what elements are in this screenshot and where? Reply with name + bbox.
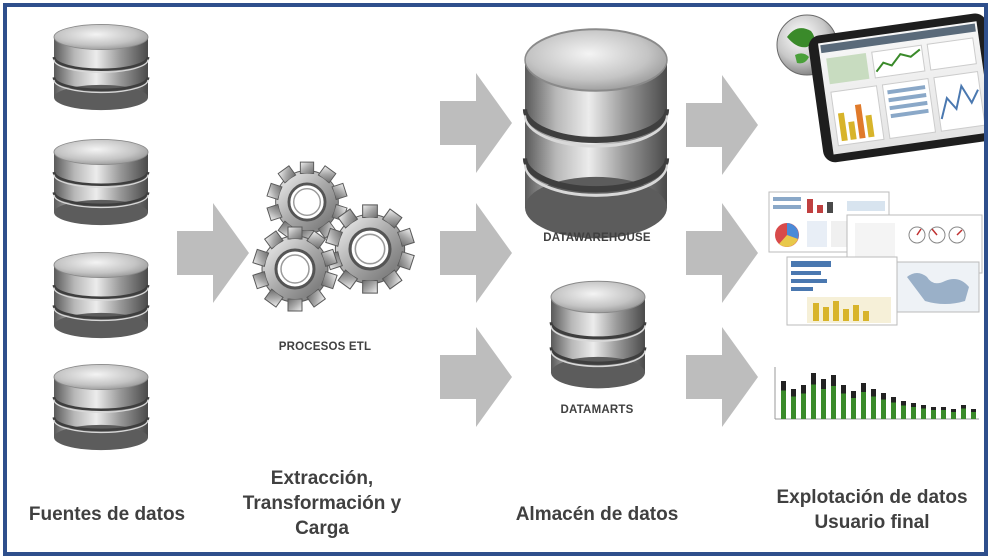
thumb-bar-cap bbox=[801, 385, 806, 394]
tablet-dashboard-icon bbox=[776, 13, 984, 163]
thumb-bar bbox=[861, 383, 866, 419]
thumb-bar-cap bbox=[861, 383, 866, 392]
almacen-de-datos-label: Almacén de datos bbox=[515, 504, 679, 525]
thumb-bar bbox=[881, 393, 886, 419]
thumb-bar bbox=[801, 385, 806, 419]
thumb-bar bbox=[951, 409, 956, 419]
thumb-bar-cap bbox=[921, 405, 926, 409]
thumb-bar bbox=[971, 409, 976, 419]
thumb-bar-cap bbox=[881, 393, 886, 400]
thumb-bar-cap bbox=[931, 407, 936, 410]
arrow-etl-to-marts bbox=[440, 327, 512, 427]
thumb-bar bbox=[851, 391, 856, 419]
thumb-bar-cap bbox=[781, 381, 786, 391]
etl-line-1: Extracción, bbox=[270, 468, 374, 489]
arrow-etl-to-warehouse bbox=[440, 203, 512, 303]
thumb-bar bbox=[791, 389, 796, 419]
source-db-4-icon bbox=[52, 362, 150, 452]
thumb-bar bbox=[891, 397, 896, 419]
thumb-bar bbox=[931, 407, 936, 419]
thumb-bar bbox=[821, 379, 826, 419]
thumb-bar bbox=[911, 403, 916, 419]
thumb-bar-cap bbox=[811, 373, 816, 385]
thumb-bar bbox=[961, 405, 966, 419]
thumb-bar-cap bbox=[961, 405, 966, 409]
datawarehouse-label: DATAWAREHOUSE bbox=[543, 232, 651, 244]
etl-description: Extracción, Transformación y Carga bbox=[237, 466, 407, 541]
arrow-etl-to-warehouse-top bbox=[440, 73, 512, 173]
diagram-art bbox=[52, 13, 984, 452]
bar-chart-bars bbox=[781, 373, 976, 419]
datamarts-label: DATAMARTS bbox=[560, 404, 634, 416]
thumb-bar-cap bbox=[791, 389, 796, 397]
thumb-bar bbox=[841, 385, 846, 419]
thumb-bar bbox=[871, 389, 876, 419]
explotacion-line-2: Usuario final bbox=[814, 512, 930, 533]
procesos-etl-label: PROCESOS ETL bbox=[278, 341, 372, 353]
thumb-bar-cap bbox=[871, 389, 876, 397]
thumb-bar-cap bbox=[901, 401, 906, 406]
thumb-bar-cap bbox=[841, 385, 846, 394]
thumb-bar bbox=[831, 375, 836, 419]
thumb-bar bbox=[901, 401, 906, 419]
thumb-bar-cap bbox=[971, 409, 976, 412]
datamarts-db-icon bbox=[549, 279, 647, 390]
etl-line-3: Carga bbox=[295, 518, 349, 539]
thumb-bar-cap bbox=[851, 391, 856, 398]
etl-line-2: Transformación y bbox=[242, 493, 402, 514]
dashboard-collage-icon bbox=[768, 191, 983, 326]
thumb-bar-cap bbox=[911, 403, 916, 407]
fuentes-de-datos-label: Fuentes de datos bbox=[28, 504, 186, 525]
thumb-bar-cap bbox=[821, 379, 826, 389]
thumb-bar-cap bbox=[831, 375, 836, 386]
diagram-frame: PROCESOS ETL DATAWAREHOUSE DATAMARTS Fue… bbox=[3, 3, 988, 556]
thumb-bar-cap bbox=[941, 407, 946, 410]
thumb-bar bbox=[781, 381, 786, 419]
thumb-bar bbox=[941, 407, 946, 419]
explotacion-line-1: Explotación de datos bbox=[776, 487, 968, 508]
explotacion-description: Explotación de datos Usuario final bbox=[772, 485, 972, 535]
thumb-bar bbox=[921, 405, 926, 419]
datawarehouse-db-icon bbox=[525, 29, 667, 238]
arrow-to-dashboards bbox=[686, 203, 758, 303]
arrow-to-tablet bbox=[686, 75, 758, 175]
source-db-3-icon bbox=[52, 250, 150, 340]
arrow-sources-to-etl bbox=[177, 203, 249, 303]
arrow-to-barchart bbox=[686, 327, 758, 427]
gears-icon bbox=[251, 160, 416, 313]
source-db-2-icon bbox=[52, 137, 150, 227]
thumb-bar-cap bbox=[951, 409, 956, 412]
thumb-bar-cap bbox=[891, 397, 896, 403]
source-db-1-icon bbox=[52, 22, 150, 112]
thumb-bar bbox=[811, 373, 816, 419]
